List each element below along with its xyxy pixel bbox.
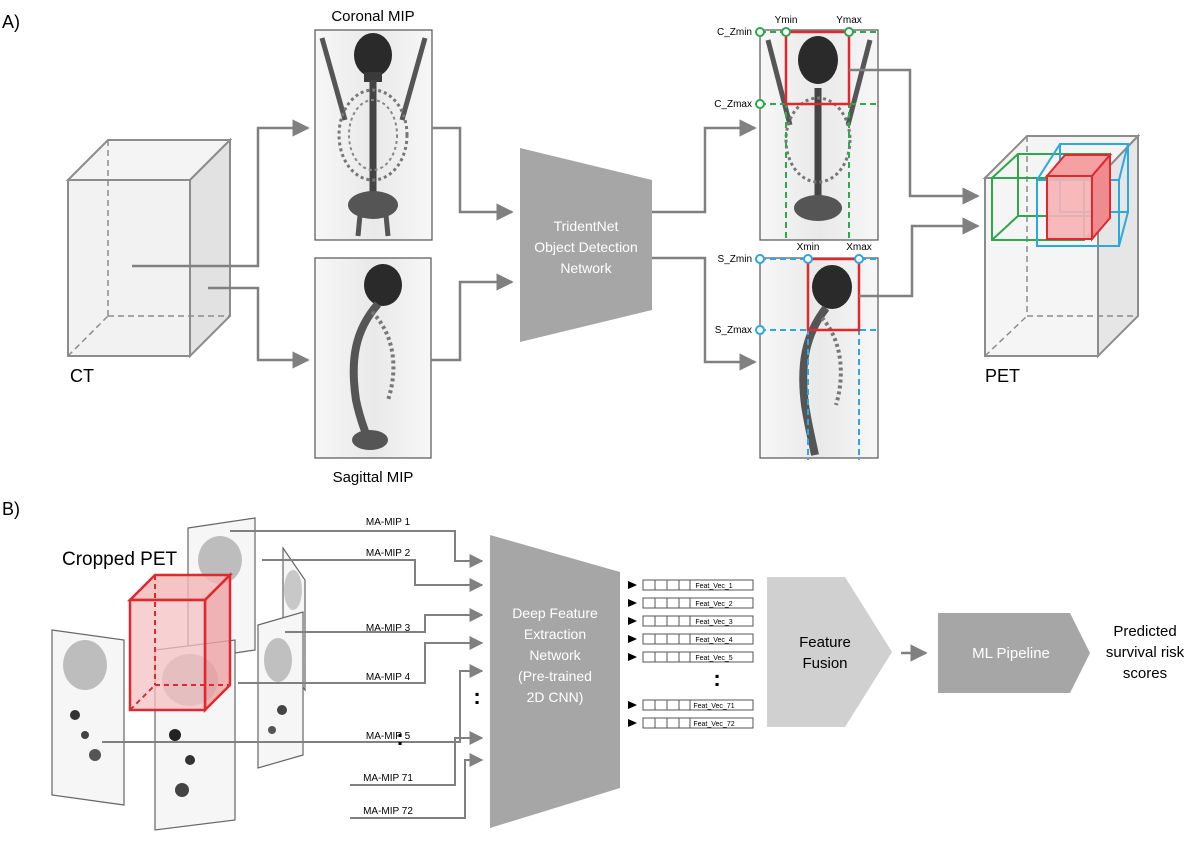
- sagittal-mip-image: [314, 257, 432, 459]
- extraction-label-line-2: Extraction: [524, 626, 586, 642]
- panel-a-label: A): [2, 12, 20, 32]
- arrow-ma-mip-4: [238, 636, 484, 684]
- arrow-ct-to-coronal: [132, 119, 310, 268]
- feat-vec-4-label: Feat_Vec_4: [695, 637, 732, 644]
- s-zmax-label: S_Zmax: [715, 325, 752, 336]
- coronal-mip-label: Coronal MIP: [331, 8, 414, 25]
- extraction-label-line-3: Network: [529, 647, 581, 663]
- cropped-pet-cube: [126, 571, 234, 714]
- ma-mip-3-label: MA-MIP 3: [366, 623, 411, 634]
- arrow-ma-mip-1: [230, 530, 484, 568]
- ml-pipeline-block: [938, 613, 1090, 693]
- s-zmin-label: S_Zmin: [718, 254, 752, 265]
- arrow-sagittal-box-to-pet: [859, 217, 980, 298]
- coronal-mip-image: [314, 29, 433, 241]
- feature-fusion-label-line-2: Fusion: [802, 655, 847, 672]
- c-zmax-label: C_Zmax: [714, 99, 752, 110]
- feature-extraction-network: [490, 535, 620, 828]
- ml-pipeline-label: ML Pipeline: [972, 645, 1050, 662]
- cropped-pet-label: Cropped PET: [62, 549, 178, 570]
- feat-vec-2-label: Feat_Vec_2: [695, 601, 732, 608]
- sagittal-detection-image: [755, 254, 880, 460]
- arrow-sagittal-to-network: [431, 273, 514, 362]
- mip-ellipsis-left: :: [396, 725, 403, 750]
- arrow-ma-mip-71: [350, 731, 484, 786]
- feat-vec-3-label: Feat_Vec_3: [695, 619, 732, 626]
- pet-label: PET: [985, 366, 1020, 386]
- arrow-coronal-to-network: [432, 126, 514, 221]
- feat-vec-72-label: Feat_Vec_72: [693, 721, 734, 728]
- arrow-ma-mip-2: [262, 559, 484, 592]
- ymax-label: Ymax: [836, 15, 862, 26]
- ymin-label: Ymin: [775, 15, 798, 26]
- arrow-ma-mip-3: [285, 608, 484, 633]
- xmin-label: Xmin: [797, 242, 820, 253]
- feature-vector-list: [628, 579, 754, 729]
- panel-b-label: B): [2, 499, 20, 519]
- ma-mip-2-label: MA-MIP 2: [366, 548, 411, 559]
- arrow-ct-to-sagittal: [208, 286, 310, 369]
- mip-ellipsis-right: :: [473, 684, 480, 709]
- extraction-label-line-1: Deep Feature: [512, 605, 598, 621]
- ma-mip-4-label: MA-MIP 4: [366, 672, 411, 683]
- extraction-label-line-5: 2D CNN): [527, 689, 584, 705]
- sagittal-mip-label: Sagittal MIP: [333, 469, 414, 486]
- xmax-label: Xmax: [846, 242, 872, 253]
- feature-fusion-block: [767, 577, 892, 727]
- tridentnet-network: [520, 148, 652, 342]
- feat-vec-71-label: Feat_Vec_71: [693, 703, 734, 710]
- pet-volume: [982, 133, 1141, 359]
- feat-vec-5-label: Feat_Vec_5: [695, 655, 732, 662]
- ct-volume: [65, 137, 233, 359]
- c-zmin-label: C_Zmin: [717, 27, 752, 38]
- ma-mip-1-label: MA-MIP 1: [366, 517, 411, 528]
- tridentnet-label-line-1: TridentNet: [554, 218, 619, 234]
- ct-label: CT: [70, 366, 94, 386]
- output-label-line-2: survival risk: [1106, 644, 1185, 661]
- extraction-label-line-4: (Pre-trained: [518, 668, 592, 684]
- arrow-network-to-sagittal-detection: [652, 256, 757, 371]
- ma-mip-5-label: MA-MIP 5: [366, 731, 411, 742]
- feature-vector-ellipsis: :: [713, 666, 720, 691]
- tridentnet-label-line-2: Object Detection: [534, 239, 638, 255]
- arrow-ma-mip-5: [102, 664, 484, 743]
- arrow-network-to-coronal-detection: [652, 119, 757, 214]
- output-label-line-1: Predicted: [1113, 623, 1176, 640]
- arrow-ma-mip-72: [350, 753, 484, 819]
- tridentnet-label-line-3: Network: [560, 260, 612, 276]
- feature-fusion-label-line-1: Feature: [799, 634, 851, 651]
- ma-mip-72-label: MA-MIP 72: [363, 806, 413, 817]
- feat-vec-1-label: Feat_Vec_1: [695, 583, 732, 590]
- arrow-coronal-box-to-pet: [849, 68, 980, 205]
- output-label-line-3: scores: [1123, 665, 1167, 682]
- ma-mip-71-label: MA-MIP 71: [363, 773, 413, 784]
- coronal-detection-image: [755, 27, 880, 241]
